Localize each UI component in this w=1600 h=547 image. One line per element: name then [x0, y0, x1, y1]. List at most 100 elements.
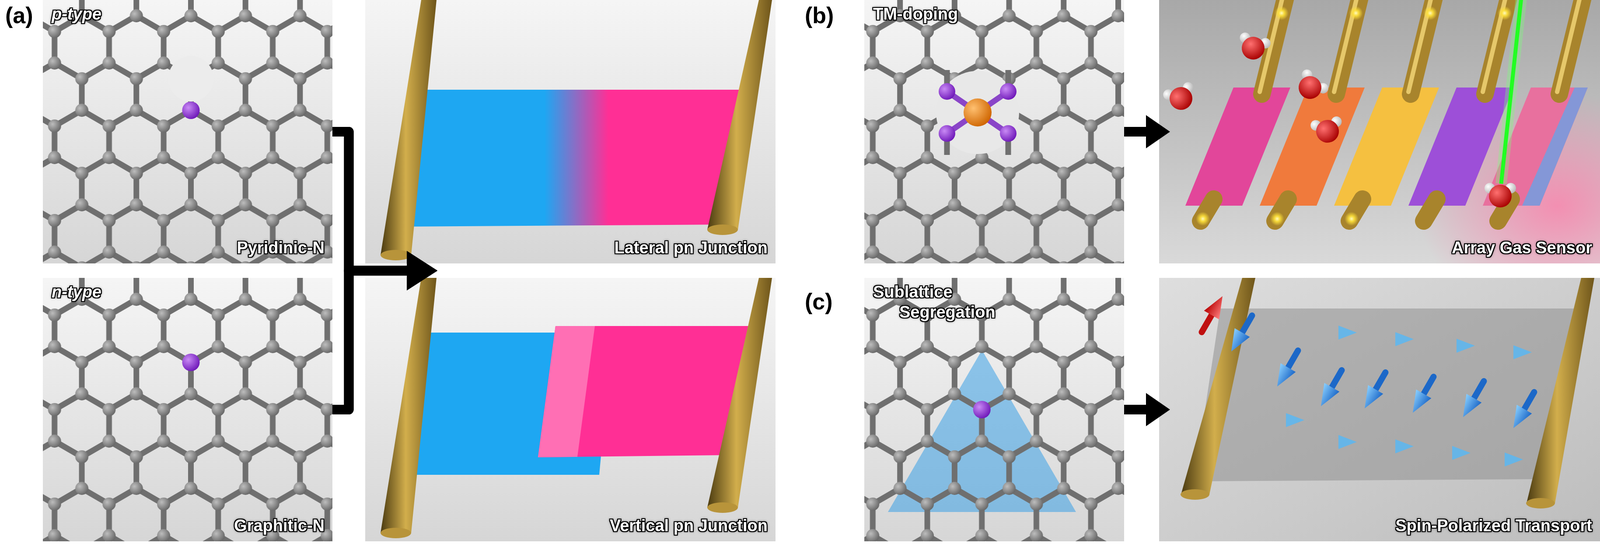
spin-triangle — [1338, 325, 1357, 340]
sparkle — [1423, 6, 1438, 21]
overlap-region — [537, 325, 595, 458]
gold-electrode — [1200, 0, 1586, 221]
lateral-junction-device — [365, 0, 776, 264]
graphene-lattice-graphitic — [42, 277, 333, 542]
gas-sensor-array — [1159, 0, 1600, 264]
spin-arrow-blue — [1242, 315, 1253, 333]
spin-arrow-blue — [1405, 372, 1442, 417]
panel-heading: Sublattice Segregation — [873, 282, 1022, 322]
water-molecule — [1239, 34, 1268, 63]
spin-triangle — [1285, 412, 1305, 427]
spin-arrow-blue — [1269, 363, 1297, 391]
arrow-head — [406, 251, 438, 291]
arrow-head — [1145, 392, 1171, 427]
vacancy — [936, 70, 1020, 154]
gold-electrode — [707, 0, 773, 230]
panel-caption: Spin-Polarized Transport — [1395, 515, 1593, 536]
water-molecule — [1293, 71, 1326, 104]
spin-arrow-blue — [1313, 365, 1350, 411]
arrow-shaft — [332, 270, 409, 410]
graphene-lattice-sublattice — [864, 277, 1125, 542]
panel-heading: TM-doping — [873, 4, 958, 25]
connector-arrow — [332, 251, 438, 410]
spin-arrow-blue — [1455, 393, 1482, 422]
gold-electrode — [707, 502, 738, 513]
graphene-lattice-tm — [864, 0, 1125, 264]
pn-sheet — [395, 89, 751, 227]
panel-letter: (a) — [5, 2, 34, 29]
image-panel: n-typeGraphitic-N — [42, 277, 333, 542]
gold-electrode — [380, 527, 412, 538]
sparkle — [1344, 211, 1359, 226]
spin-arrow-blue — [1288, 350, 1299, 368]
spin-arrow-blue — [1455, 376, 1492, 422]
nitrogen-atom — [181, 353, 200, 371]
gold-electrode — [707, 277, 773, 508]
spin-arrow-blue — [1223, 310, 1260, 356]
vertical-junction-device — [365, 277, 776, 542]
panel-letter: (b) — [804, 2, 834, 29]
gold-electrode — [1180, 277, 1256, 495]
bond — [946, 69, 1009, 155]
spin-triangle — [1513, 345, 1532, 360]
spin-arrow-blue — [1375, 372, 1386, 390]
spin-arrow-blue — [1357, 367, 1394, 413]
gold-electrode — [1526, 497, 1555, 509]
vertical-junction-device — [365, 277, 776, 542]
spin-arrow-red — [1194, 291, 1230, 337]
spin-arrow-blue — [1423, 376, 1434, 394]
spin-triangle — [1456, 338, 1475, 353]
spin-triangle — [1395, 331, 1414, 346]
image-panel: Vertical pn Junction — [365, 277, 776, 542]
spin-arrow-blue — [1357, 384, 1384, 413]
sparkle — [1348, 6, 1363, 21]
arrow-shaft — [332, 131, 409, 271]
image-panel: Array Gas Sensor — [1159, 0, 1600, 264]
arrow-shaft — [332, 131, 409, 271]
sparkle — [1274, 6, 1289, 21]
gold-electrode — [380, 249, 412, 261]
gold-electrode — [380, 277, 437, 533]
spin-arrow-blue — [1505, 404, 1533, 433]
panel-caption: Graphitic-N — [234, 515, 325, 536]
nitrogen-atom — [999, 125, 1017, 142]
metal-atom — [963, 98, 992, 127]
sparkle — [1497, 6, 1512, 21]
image-panel: p-typePyridinic-N — [42, 0, 333, 264]
lateral-junction-device — [365, 0, 776, 264]
arrow-head — [1145, 115, 1171, 149]
laser-beam — [1501, 0, 1522, 184]
spin-arrow-blue — [1313, 382, 1340, 411]
panel-caption: Pyridinic-N — [236, 237, 325, 259]
spin-triangle — [1338, 434, 1357, 449]
gold-electrode — [1180, 489, 1210, 500]
water-molecule — [1290, 67, 1331, 107]
gold-electrode — [1557, 0, 1583, 92]
spin-arrow-blue — [1505, 387, 1542, 433]
graphene-lattice-pyridinic — [42, 0, 333, 264]
nitrogen-atom — [999, 83, 1017, 100]
gold-electrode — [1336, 0, 1363, 95]
spin-triangle — [1504, 452, 1524, 467]
spin-triangle — [1452, 445, 1471, 460]
spin-arrow-red — [1204, 291, 1231, 320]
nitrogen-atom — [181, 101, 200, 119]
panel-heading: n-type — [51, 282, 102, 303]
gold-electrode — [1423, 199, 1437, 221]
graphene-lattice-sublattice — [864, 277, 1125, 542]
arrow-shaft — [332, 270, 409, 410]
arrow-head — [406, 251, 438, 291]
image-panel: Spin-Polarized Transport — [1159, 277, 1600, 542]
nitrogen-atom — [938, 83, 956, 100]
panel-letter: (c) — [804, 288, 833, 315]
gold-electrode — [1559, 0, 1586, 95]
gold-electrode — [380, 0, 437, 256]
image-panel: Lateral pn Junction — [365, 0, 776, 264]
image-panel: TM-doping — [864, 0, 1125, 264]
sparkle — [1195, 211, 1210, 226]
water-molecule — [1488, 184, 1512, 208]
gold-electrode — [707, 224, 738, 235]
